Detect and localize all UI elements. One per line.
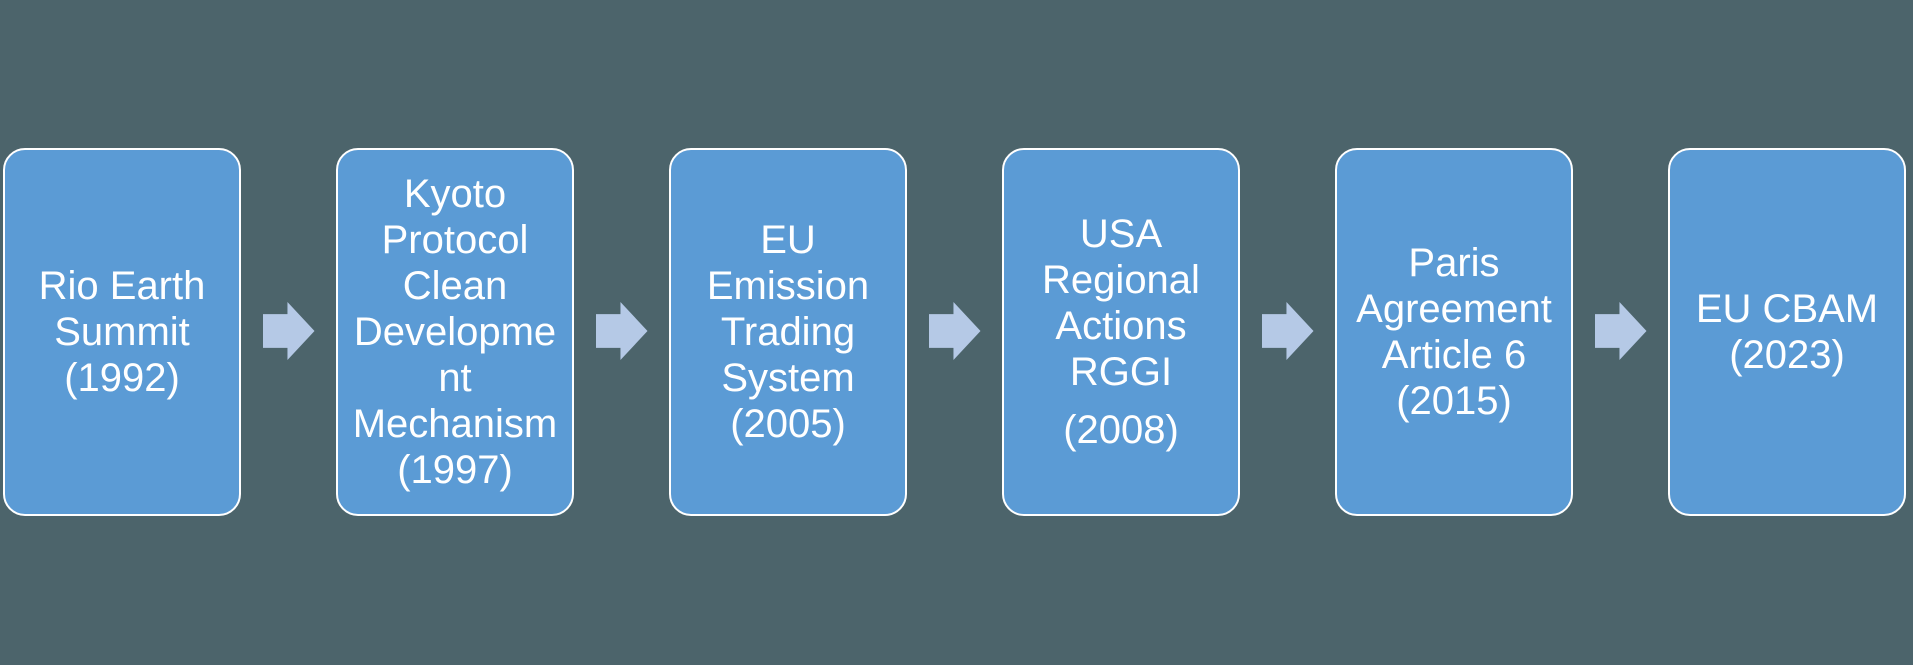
right-arrow-icon bbox=[1594, 302, 1647, 360]
right-arrow-icon bbox=[928, 302, 981, 360]
flow-step-kyoto-protocol-cdm-line: (1997) bbox=[397, 448, 513, 492]
flow-step-usa-regional-actions-rggi-line: USA bbox=[1079, 212, 1163, 256]
flow-step-eu-emission-trading-system-line: System bbox=[721, 356, 855, 400]
flow-step-kyoto-protocol-cdm-line: Mechanism bbox=[352, 402, 558, 446]
flow-step-paris-agreement-article-6-line: (2015) bbox=[1396, 379, 1512, 423]
flow-step-kyoto-protocol-cdm-line: Kyoto bbox=[403, 172, 507, 216]
flow-step-eu-emission-trading-system-line: (2005) bbox=[730, 402, 846, 446]
flow-step-kyoto-protocol-cdm-line: nt bbox=[438, 356, 472, 400]
flow-step-paris-agreement-article-6-line: Paris bbox=[1408, 241, 1500, 285]
flow-step-eu-emission-trading-system-line: Trading bbox=[720, 310, 856, 354]
right-arrow-icon bbox=[262, 302, 315, 360]
flow-step-paris-agreement-article-6-line: Agreement bbox=[1356, 287, 1552, 331]
flow-step-usa-regional-actions-rggi-line: Regional bbox=[1042, 258, 1200, 302]
flow-step-rio-earth-summit-line: Rio Earth bbox=[38, 264, 206, 308]
flow-step-usa-regional-actions-rggi-line: (2008) bbox=[1063, 408, 1179, 452]
flow-step-rio-earth-summit-line: Summit bbox=[54, 310, 190, 354]
flow-step-usa-regional-actions-rggi-line: RGGI bbox=[1069, 350, 1173, 394]
flow-step-kyoto-protocol-cdm-line: Developme bbox=[353, 310, 557, 354]
flow-step-usa-regional-actions-rggi-line: Actions bbox=[1055, 304, 1187, 348]
flow-step-eu-emission-trading-system-line: EU bbox=[760, 218, 816, 262]
flow-step-kyoto-protocol-cdm-line: Clean bbox=[402, 264, 508, 308]
right-arrow-icon bbox=[595, 302, 648, 360]
flow-step-eu-cbam-line: (2023) bbox=[1729, 333, 1845, 377]
right-arrow-icon bbox=[1261, 302, 1314, 360]
flow-step-kyoto-protocol-cdm-line: Protocol bbox=[381, 218, 529, 262]
flow-step-eu-cbam-line: EU CBAM bbox=[1695, 287, 1879, 331]
flow-step-paris-agreement-article-6-line: Article 6 bbox=[1381, 333, 1527, 377]
flow-step-eu-cbam: EU CBAM(2023) bbox=[1668, 148, 1906, 516]
flow-step-eu-emission-trading-system-line: Emission bbox=[706, 264, 870, 308]
flow-step-rio-earth-summit-line: (1992) bbox=[64, 356, 180, 400]
